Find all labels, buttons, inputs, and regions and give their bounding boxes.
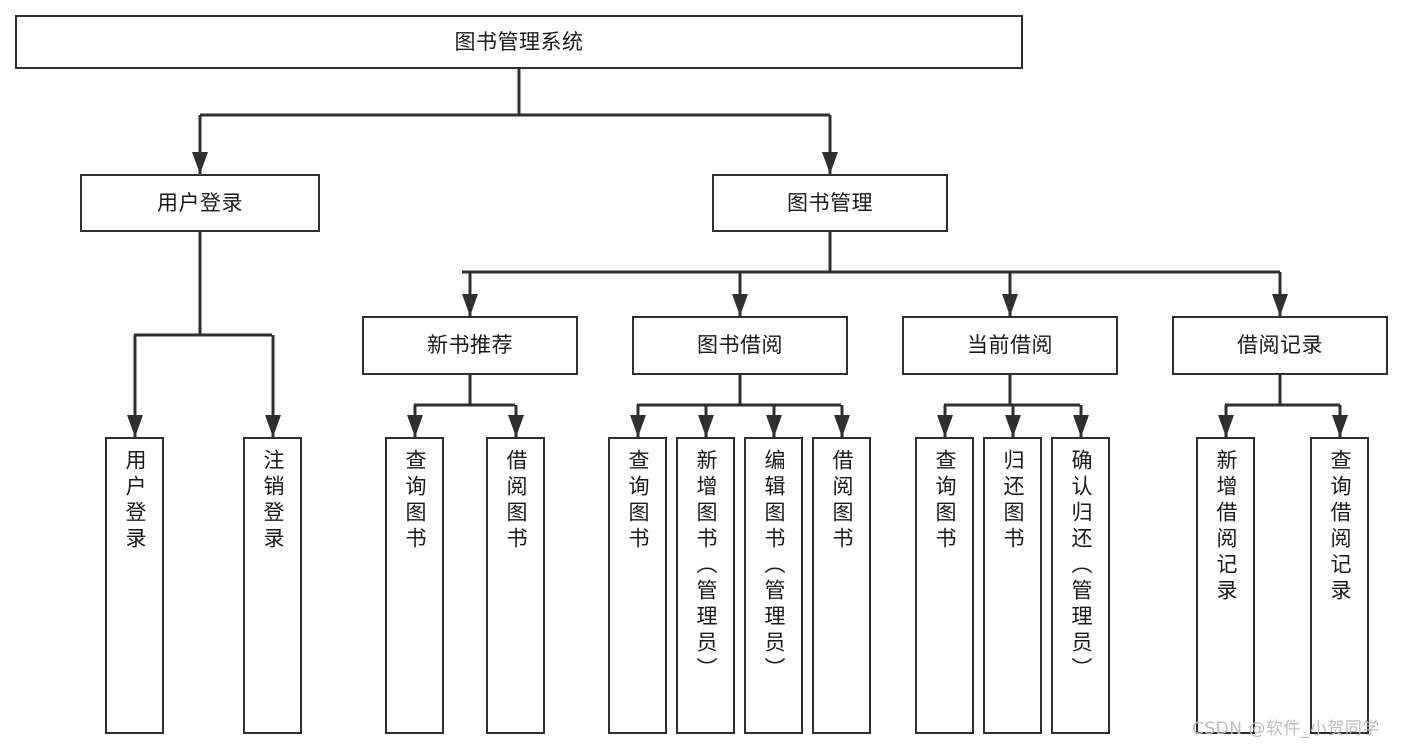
- arrowhead: [698, 415, 714, 437]
- node-leaf-logout[interactable]: 注销登录: [243, 437, 302, 734]
- node-label: 注销登录: [261, 449, 285, 553]
- node-label: 查询图书: [403, 449, 427, 553]
- node-label: 归还图书: [1001, 449, 1025, 553]
- arrowhead: [822, 152, 838, 174]
- node-label: 借阅图书: [830, 449, 854, 553]
- arrowhead: [508, 415, 524, 437]
- arrowhead: [462, 294, 478, 316]
- node-leaf-borrow-query[interactable]: 查询图书: [608, 437, 667, 734]
- node-borrow-record[interactable]: 借阅记录: [1172, 316, 1388, 375]
- node-leaf-rec-borrow[interactable]: 借阅图书: [486, 437, 545, 734]
- node-label: 图书管理系统: [454, 29, 584, 54]
- node-label: 查询借阅记录: [1328, 449, 1352, 605]
- node-label: 图书管理: [787, 190, 873, 215]
- node-label: 图书借阅: [697, 333, 783, 358]
- arrowhead: [732, 294, 748, 316]
- node-new-book-rec[interactable]: 新书推荐: [362, 316, 578, 375]
- node-label: 借阅图书: [504, 449, 528, 553]
- node-label: 当前借阅: [967, 333, 1053, 358]
- node-root[interactable]: 图书管理系统: [15, 15, 1023, 69]
- arrowhead: [265, 415, 281, 437]
- node-leaf-query-record[interactable]: 查询借阅记录: [1310, 437, 1369, 734]
- arrowhead: [1332, 415, 1348, 437]
- node-leaf-rec-query[interactable]: 查询图书: [385, 437, 444, 734]
- arrowhead: [630, 415, 646, 437]
- arrowhead: [192, 152, 208, 174]
- node-label: 查询图书: [933, 449, 957, 553]
- node-label: 查询图书: [626, 449, 650, 553]
- arrowhead: [407, 415, 423, 437]
- node-label: 新增借阅记录: [1214, 449, 1238, 605]
- node-label: 确认归还（管理员）: [1069, 449, 1093, 683]
- node-leaf-return-book[interactable]: 归还图书: [983, 437, 1042, 734]
- node-current-borrow[interactable]: 当前借阅: [902, 316, 1118, 375]
- node-leaf-add-record[interactable]: 新增借阅记录: [1196, 437, 1255, 734]
- arrowhead: [937, 415, 953, 437]
- node-user-login[interactable]: 用户登录: [80, 174, 320, 232]
- arrowhead: [766, 415, 782, 437]
- node-label: 新增图书（管理员）: [694, 449, 718, 683]
- node-leaf-cur-query[interactable]: 查询图书: [915, 437, 974, 734]
- node-book-borrow[interactable]: 图书借阅: [632, 316, 848, 375]
- node-leaf-user-login[interactable]: 用户登录: [105, 437, 164, 734]
- watermark: CSDN @软件_小贺同学: [1192, 719, 1380, 739]
- node-label: 用户登录: [157, 190, 243, 215]
- arrowhead: [1218, 415, 1234, 437]
- node-label: 用户登录: [123, 449, 147, 553]
- node-label: 借阅记录: [1237, 333, 1323, 358]
- node-leaf-edit-book[interactable]: 编辑图书（管理员）: [744, 437, 803, 734]
- node-label: 编辑图书（管理员）: [762, 449, 786, 683]
- node-leaf-add-book[interactable]: 新增图书（管理员）: [676, 437, 735, 734]
- arrowhead: [1073, 415, 1089, 437]
- node-leaf-confirm-return[interactable]: 确认归还（管理员）: [1051, 437, 1110, 734]
- arrowhead: [127, 415, 143, 437]
- node-label: 新书推荐: [427, 333, 513, 358]
- arrowhead: [1005, 415, 1021, 437]
- node-book-manage[interactable]: 图书管理: [712, 174, 948, 232]
- arrowhead: [834, 415, 850, 437]
- arrowhead: [1272, 294, 1288, 316]
- arrowhead: [1002, 294, 1018, 316]
- node-leaf-borrow-book[interactable]: 借阅图书: [812, 437, 871, 734]
